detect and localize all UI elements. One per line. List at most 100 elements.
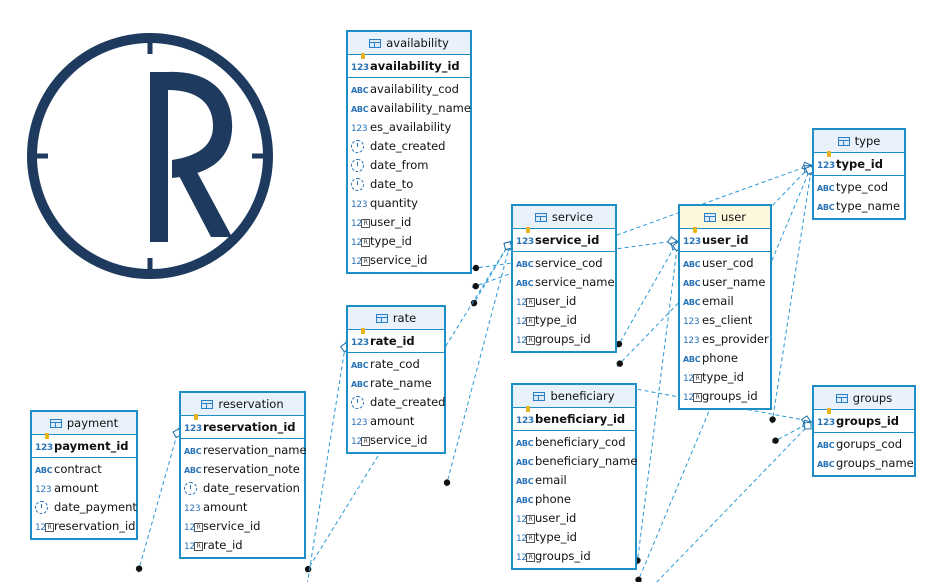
column-row[interactable]: 123user_id: [513, 509, 635, 528]
column-row[interactable]: date_to: [348, 175, 470, 194]
column-name: date_reservation: [203, 481, 300, 495]
relation-many-end-dot: [772, 437, 779, 444]
column-row[interactable]: 123groups_id: [513, 330, 615, 349]
primary-key-row[interactable]: 123user_id: [680, 227, 770, 252]
column-name: type_name: [836, 199, 901, 213]
primary-key-row[interactable]: 123availability_id: [348, 53, 470, 78]
relation-line-user-type[interactable]: [771, 164, 813, 424]
primary-key-row[interactable]: 123type_id: [814, 151, 904, 176]
relation-line-payment-reservation[interactable]: [137, 427, 180, 573]
relation-line-rate-service[interactable]: [445, 240, 512, 487]
primary-key-row[interactable]: 123reservation_id: [181, 414, 304, 439]
column-name: availability_cod: [370, 82, 459, 96]
entity-header[interactable]: payment: [32, 412, 136, 435]
entity-header[interactable]: service: [513, 206, 615, 229]
entity-title: rate: [392, 311, 417, 325]
column-row[interactable]: 123service_id: [348, 431, 444, 450]
primary-key-row[interactable]: 123rate_id: [348, 328, 444, 353]
column-row[interactable]: 123reservation_id: [32, 517, 136, 536]
entity-header[interactable]: availability: [348, 32, 470, 55]
entity-header[interactable]: rate: [348, 307, 444, 330]
entity-title: service: [551, 210, 594, 224]
text-type-icon: ABC: [683, 279, 701, 288]
column-name: reservation_id: [54, 519, 136, 533]
column-name: date_created: [370, 139, 446, 153]
column-row[interactable]: 123groups_id: [513, 547, 635, 566]
column-row[interactable]: date_created: [348, 137, 470, 156]
relation-line-beneficiary-groups[interactable]: [637, 421, 813, 582]
entity-title: payment: [66, 416, 119, 430]
entity-header[interactable]: reservation: [181, 393, 304, 416]
column-row[interactable]: 123user_id: [513, 292, 615, 311]
column-row[interactable]: 123service_id: [181, 517, 304, 536]
column-row[interactable]: 123rate_id: [181, 536, 304, 555]
entity-header[interactable]: groups: [814, 387, 914, 410]
entity-header[interactable]: user: [680, 206, 770, 229]
relation-line-beneficiary-user[interactable]: [636, 240, 679, 565]
column-row[interactable]: 123type_id: [513, 311, 615, 330]
table-icon: [835, 394, 848, 403]
relation-line-service-user[interactable]: [616, 240, 679, 348]
primary-key-row[interactable]: 123service_id: [513, 227, 615, 253]
relation-line-reservation-rate[interactable]: [306, 341, 347, 582]
entity-header[interactable]: beneficiary: [513, 385, 635, 408]
column-row[interactable]: date_from: [348, 156, 470, 175]
text-type-icon: ABC: [817, 203, 835, 212]
column-row[interactable]: 123type_id: [513, 528, 635, 547]
relation-line-user-groups[interactable]: [771, 421, 813, 443]
column-row[interactable]: date_reservation: [181, 479, 304, 498]
primary-key-icon: 123: [516, 227, 534, 253]
column-row[interactable]: date_created: [348, 393, 446, 412]
entity-header[interactable]: type: [814, 130, 904, 153]
primary-key-row[interactable]: 123beneficiary_id: [513, 406, 635, 431]
column-row[interactable]: 123groups_id: [680, 387, 770, 406]
column-row[interactable]: 123type_id: [680, 368, 770, 387]
column-row[interactable]: date_payment: [32, 498, 137, 517]
primary-key-row[interactable]: 123groups_id: [814, 408, 914, 433]
foreign-key-icon: 123: [683, 370, 702, 389]
primary-key-row[interactable]: 123payment_id: [32, 433, 136, 458]
relation-line-availability-service[interactable]: [471, 240, 512, 307]
column-row[interactable]: 123type_id: [348, 232, 470, 251]
column-row[interactable]: 123user_id: [348, 213, 470, 232]
column-row[interactable]: 123service_id: [348, 251, 470, 270]
